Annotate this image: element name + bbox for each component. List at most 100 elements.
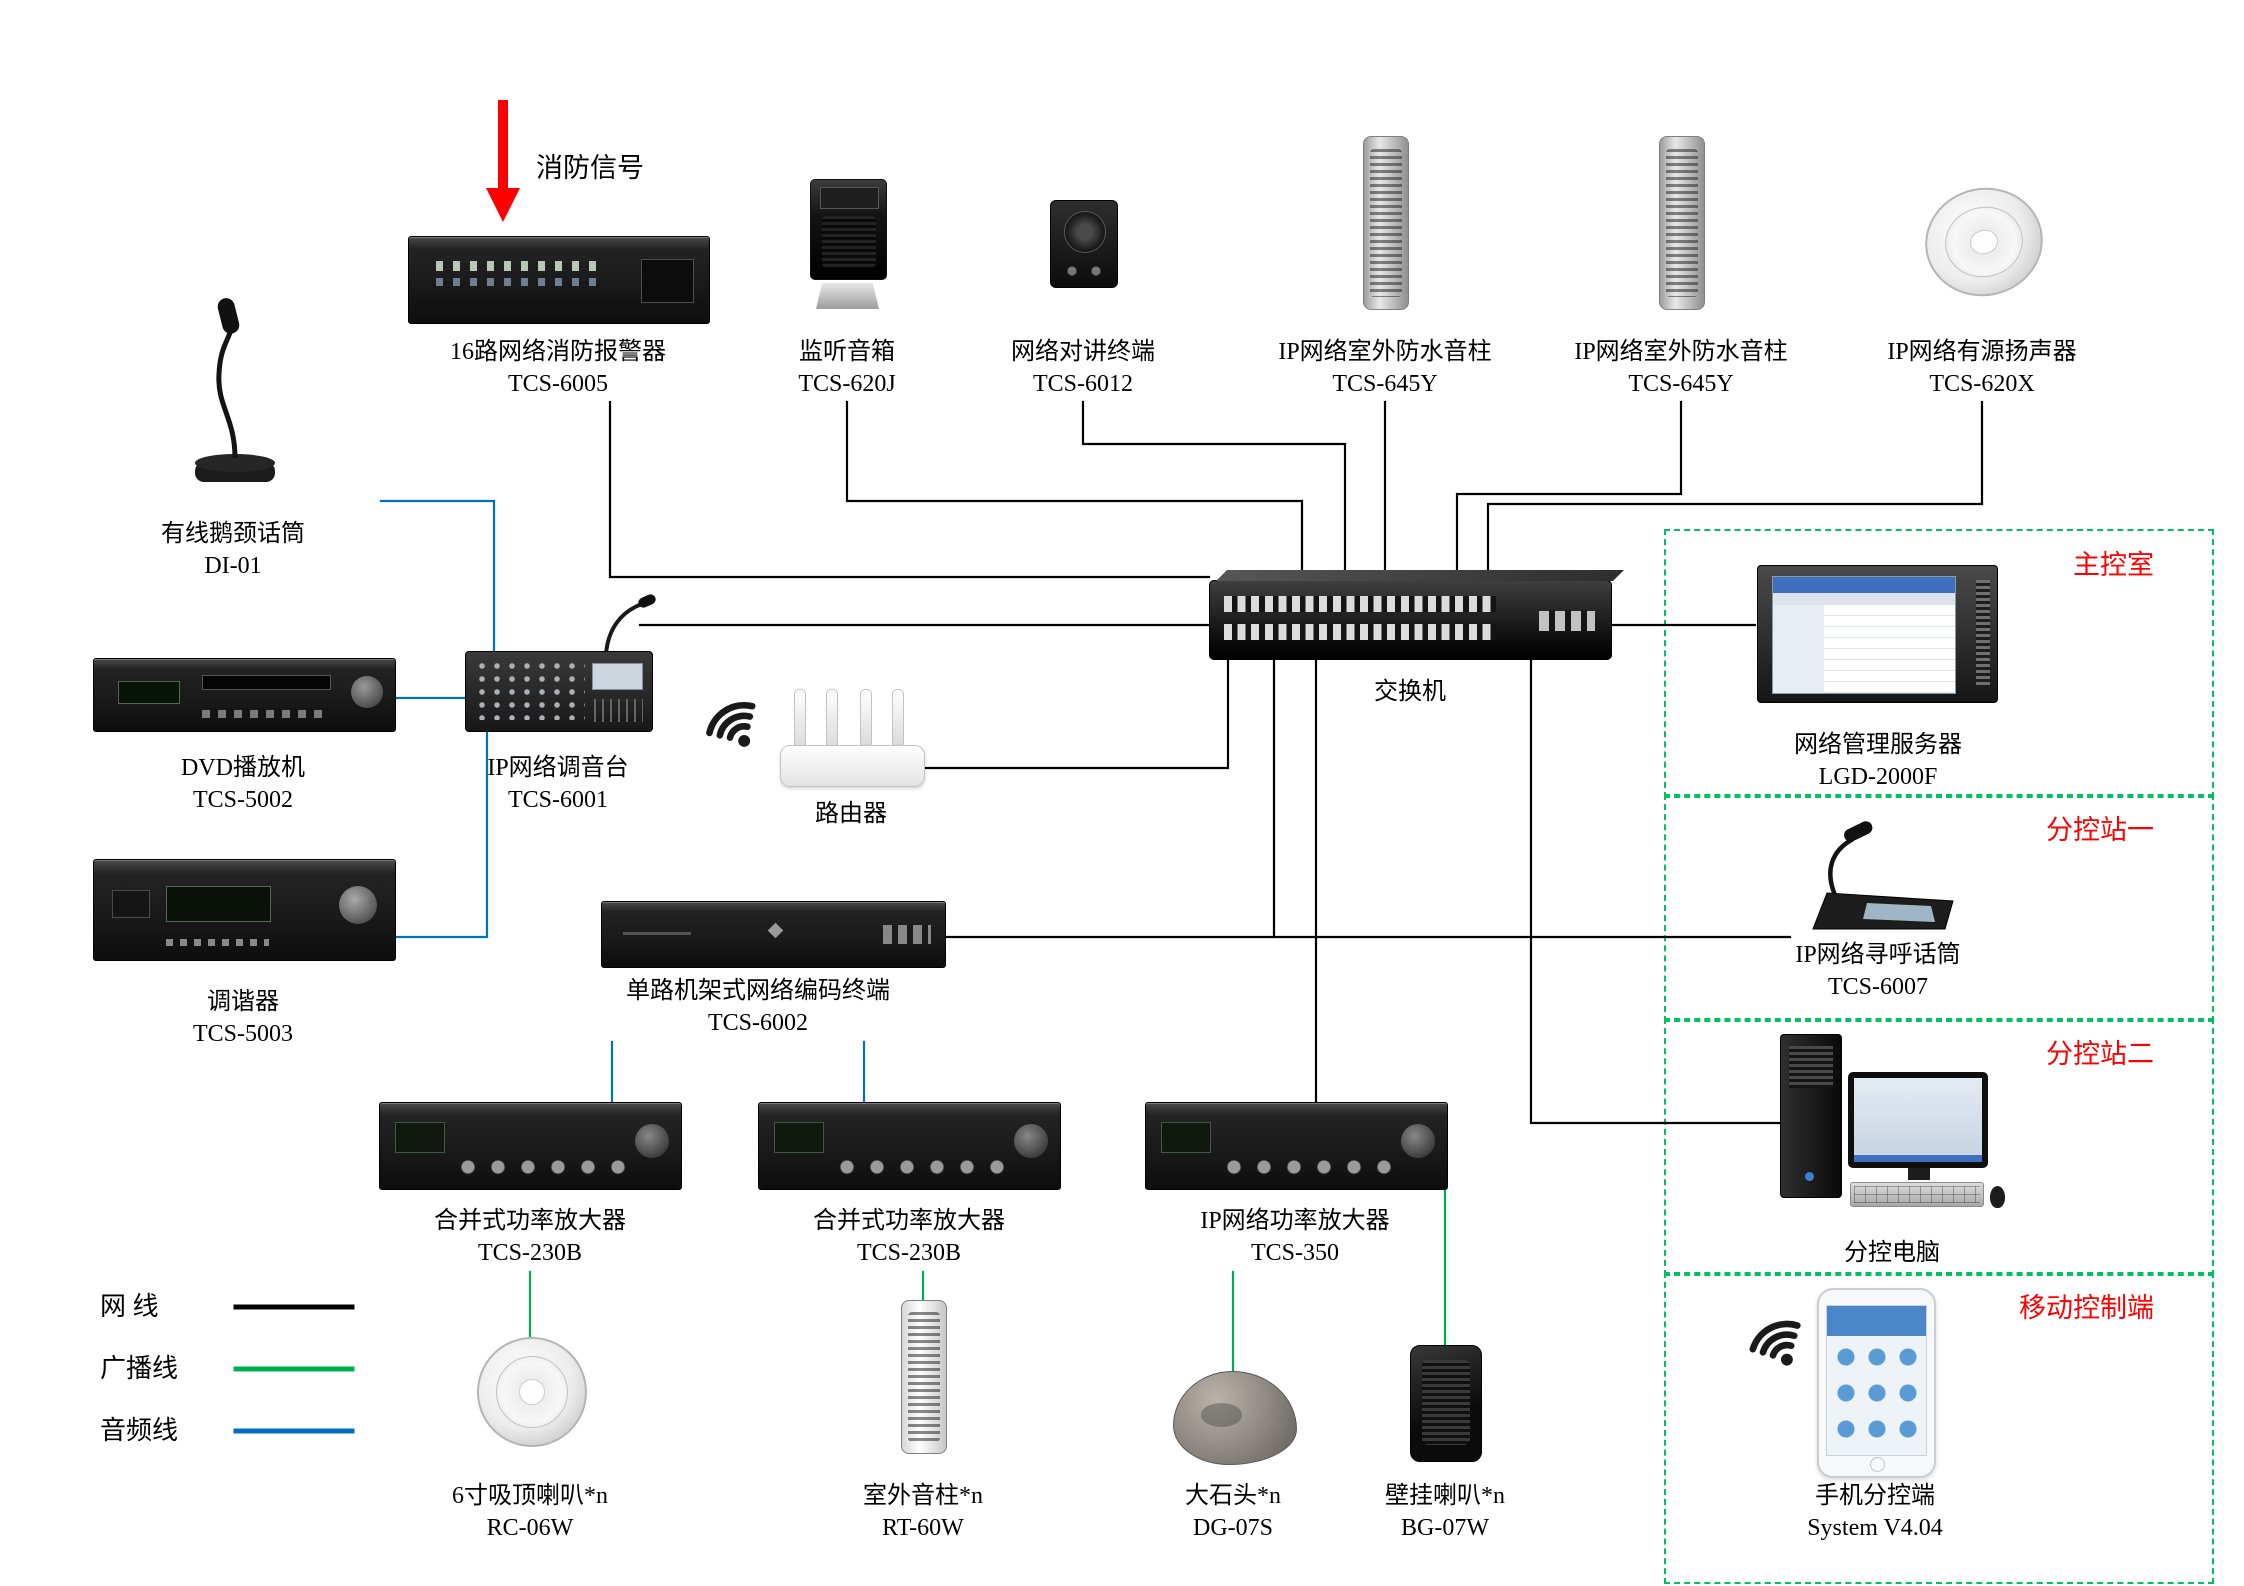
device-model: RT-60W: [882, 1515, 964, 1541]
router-antenna: [825, 689, 838, 749]
power-knob: [1013, 1123, 1048, 1158]
legend-item-network: 网 线: [100, 1292, 159, 1321]
device-model: TCS-5003: [192, 1021, 294, 1047]
device-phone: [1817, 1288, 1936, 1478]
indicator-leds: [436, 261, 604, 287]
device-model: TCS-645Y: [1332, 371, 1438, 397]
device-ip-amp: [1145, 1102, 1448, 1190]
device-model: TCS-5002: [192, 787, 293, 813]
device-encoder-terminal: [601, 901, 946, 968]
window-body: [1773, 604, 1955, 694]
device-label: 单路机架式网络编码终端: [626, 978, 890, 1004]
device-model: TCS-6012: [1032, 371, 1133, 397]
pc-tower: [1780, 1034, 1842, 1198]
device-model: TCS-620X: [1929, 371, 2035, 397]
device-label: 交换机: [1374, 679, 1446, 705]
caption-outdoor-column: 室外音柱*n RT-60W: [863, 1480, 983, 1544]
speaker-panel: [820, 186, 879, 209]
caption-amp-2: 合并式功率放大器 TCS-230B: [813, 1205, 1005, 1269]
device-model: TCS-6002: [707, 1010, 808, 1036]
device-amp-1: [379, 1102, 682, 1190]
speaker-cabinet: [810, 179, 887, 280]
device-label: 大石头*n: [1185, 1483, 1281, 1509]
device-label: IP网络功率放大器: [1200, 1208, 1390, 1234]
zone-sub-station-1: 分控站一: [1664, 794, 2214, 1022]
speaker-base: [816, 283, 879, 309]
device-label: 有线鹅颈话筒: [161, 521, 305, 547]
caption-active-speaker: IP网络有源扬声器 TCS-620X: [1887, 336, 2076, 400]
device-model: RC-06W: [486, 1515, 574, 1541]
device-model: TCS-620J: [798, 371, 896, 397]
router-antenna: [794, 689, 807, 749]
device-fire-alarm: [408, 236, 710, 324]
device-label: 壁挂喇叭*n: [1385, 1483, 1505, 1509]
zone-mobile-control: 移动控制端: [1664, 1272, 2214, 1584]
caption-router: 路由器: [815, 798, 887, 830]
ports: [883, 924, 932, 945]
sfp-ports: [1539, 611, 1595, 631]
caption-encoder: 单路机架式网络编码终端 TCS-6002: [626, 975, 890, 1039]
knob-grid: [477, 661, 586, 720]
disc-tray: [202, 674, 331, 690]
caption-paging-mic: IP网络寻呼话筒 TCS-6007: [1795, 939, 1960, 1003]
fire-signal-label: 消防信号: [536, 153, 644, 183]
device-model: TCS-230B: [477, 1240, 582, 1266]
device-model: DI-01: [204, 553, 262, 579]
power-knob: [634, 1123, 669, 1158]
caption-fire-alarm: 16路网络消防报警器 TCS-6005: [450, 336, 666, 400]
device-model: DG-07S: [1192, 1515, 1273, 1541]
pc-monitor: [1848, 1072, 1988, 1168]
device-label: 监听音箱: [798, 339, 895, 365]
device-label: IP网络室外防水音柱: [1574, 339, 1788, 365]
device-model: TCS-645Y: [1628, 371, 1734, 397]
legend-item-broadcast: 广播线: [100, 1354, 179, 1383]
audio-lines: [379, 499, 866, 1103]
device-model: TCS-6005: [507, 371, 608, 397]
device-model: TCS-230B: [856, 1240, 961, 1266]
device-label: 网络管理服务器: [1794, 732, 1962, 758]
app-header: [1826, 1305, 1927, 1336]
zone-label: 主控室: [2073, 550, 2154, 580]
device-control-pc: [1780, 1028, 2012, 1210]
mouse: [1990, 1186, 2005, 1208]
mixer-mic-icon: [604, 594, 656, 655]
display-window: [166, 886, 271, 922]
device-intercom-terminal: [1050, 200, 1118, 288]
router-antenna: [891, 689, 904, 749]
server-screen: [1772, 575, 1956, 695]
buttons: [166, 939, 269, 946]
phone-screen: [1825, 1304, 1928, 1456]
device-tuner: [93, 859, 396, 961]
power-knob: [1400, 1123, 1435, 1158]
caption-rock-speaker: 大石头*n DG-07S: [1185, 1480, 1281, 1544]
knob: [350, 676, 383, 709]
caption-tuner: 调谐器 TCS-5003: [193, 986, 293, 1050]
panel-line: [622, 931, 692, 935]
home-button: [1869, 1457, 1885, 1473]
device-rock-speaker: [1173, 1371, 1297, 1465]
caption-ip-amp: IP网络功率放大器 TCS-350: [1200, 1205, 1389, 1269]
caption-phone: 手机分控端 System V4.04: [1807, 1480, 1943, 1544]
app-icon-grid: [1834, 1346, 1919, 1446]
caption-column-speaker-1: IP网络室外防水音柱 TCS-645Y: [1278, 336, 1491, 400]
caption-column-speaker-2: IP网络室外防水音柱 TCS-645Y: [1574, 336, 1787, 400]
zone-label: 分控站二: [2046, 1039, 2154, 1069]
slot: [112, 890, 151, 918]
buttons: [202, 710, 329, 719]
router-body: [780, 745, 925, 787]
caption-monitor-speaker: 监听音箱 TCS-620J: [798, 336, 895, 400]
keyboard: [1850, 1182, 1984, 1207]
device-label: 6寸吸顶喇叭*n: [452, 1483, 608, 1509]
caption-server: 网络管理服务器 LGD-2000F: [1794, 729, 1962, 793]
device-gooseneck-mic: [195, 298, 275, 482]
speaker-grille: [821, 215, 876, 267]
device-label: IP网络调音台: [487, 755, 629, 781]
device-router: [780, 687, 925, 787]
device-wall-speaker: [1410, 1345, 1482, 1462]
device-model: BG-07W: [1401, 1515, 1489, 1541]
mixer-screen: [592, 663, 643, 691]
knob: [338, 886, 377, 924]
device-paging-mic: [1812, 821, 1954, 930]
device-outdoor-column: [901, 1300, 947, 1454]
